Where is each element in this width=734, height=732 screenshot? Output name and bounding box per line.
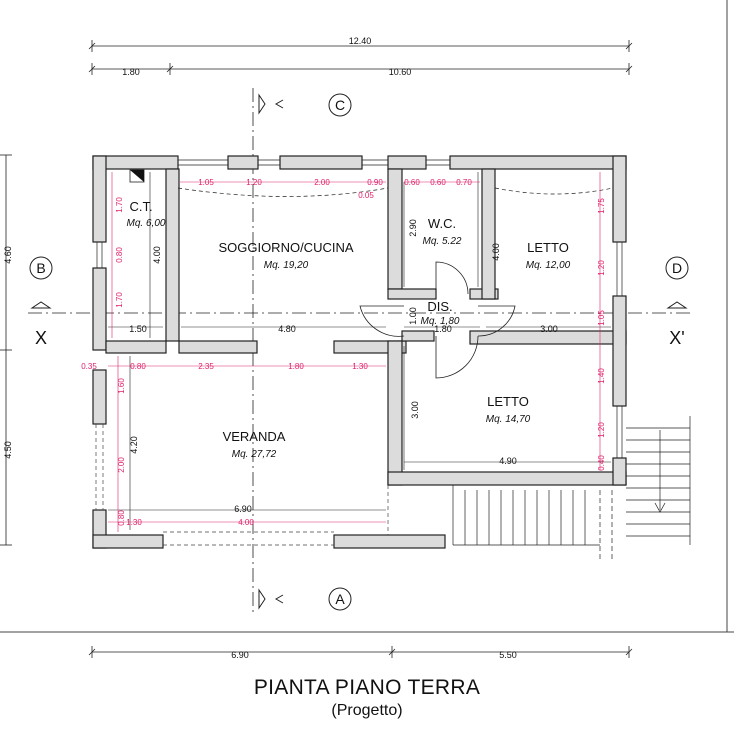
dim-top-total: 12.40	[349, 36, 372, 46]
red-dim-l3: 1.70	[115, 292, 124, 308]
red-dim-v5: 1.30	[352, 362, 368, 371]
red-dim-rr4: 1.40	[597, 368, 606, 384]
room-name-wc: W.C.	[428, 216, 456, 231]
dim-dis-height: 1.00	[408, 307, 418, 325]
red-dim-v4: 1.80	[288, 362, 304, 371]
dim-bottom-right: 5.50	[499, 650, 517, 660]
red-dimension-lines	[108, 172, 601, 532]
red-dim-rr6: 0.40	[597, 455, 606, 471]
section-label-x: X	[35, 328, 47, 348]
dim-letto1-height: 4.00	[491, 243, 501, 261]
red-dim-b2: 4.00	[238, 518, 254, 527]
dim-top-left: 1.80	[122, 67, 140, 77]
room-area-wc: Mq. 5.22	[423, 236, 462, 247]
red-dim-l1: 1.70	[115, 197, 124, 213]
dim-left-bottom: 4.50	[3, 441, 13, 459]
dim-letto2-height: 3.00	[410, 401, 420, 419]
dim-ct-width: 1.50	[129, 324, 147, 334]
red-dim-lv3: 0.80	[117, 510, 126, 526]
room-area-letto-1: Mq. 12,00	[526, 260, 571, 271]
windows	[96, 159, 623, 458]
red-dim-t4: 0.90	[367, 178, 383, 187]
dim-left-top: 4.60	[3, 246, 13, 264]
axis-label-b: B	[36, 260, 45, 276]
room-name-letto-1: LETTO	[527, 240, 569, 255]
room-area-letto-2: Mq. 14,70	[486, 414, 531, 425]
room-area-soggiorno: Mq. 19,20	[264, 260, 309, 271]
room-area-veranda: Mq. 27,72	[232, 449, 277, 460]
room-name-soggiorno: SOGGIORNO/CUCINA	[218, 240, 353, 255]
dim-dis-width: 1.80	[434, 324, 452, 334]
red-dim-lv2: 2.00	[117, 457, 126, 473]
red-dim-rr5: 1.20	[597, 422, 606, 438]
dim-bottom-left: 6.90	[231, 650, 249, 660]
room-name-letto-2: LETTO	[487, 394, 529, 409]
red-dim-t6: 0.60	[404, 178, 420, 187]
dim-veranda-width: 6.90	[234, 504, 252, 514]
internal-dimension-lines	[108, 172, 611, 530]
room-area-dis: Mq. 1,80	[421, 316, 460, 327]
red-dim-t3: 2.00	[314, 178, 330, 187]
red-dim-rr1: 1.75	[597, 198, 606, 214]
axis-label-c: C	[335, 97, 345, 113]
red-dim-l2: 0.80	[115, 247, 124, 263]
red-dim-t8: 0.70	[456, 178, 472, 187]
exterior-stairs	[452, 416, 691, 560]
doors	[359, 261, 516, 379]
room-name-ct: C.T.	[129, 199, 152, 214]
red-dim-t5: 0.05	[358, 191, 374, 200]
dim-veranda-height: 4.20	[129, 436, 139, 454]
red-dim-b1: 1.30	[126, 518, 142, 527]
drawing-subtitle: (Progetto)	[331, 702, 403, 719]
dim-top-right: 10.60	[389, 67, 412, 77]
axis-label-a: A	[335, 591, 345, 607]
red-dim-v2: 0.80	[130, 362, 146, 371]
section-markers	[29, 93, 689, 611]
drawing-title: PIANTA PIANO TERRA	[253, 676, 481, 699]
red-dim-v3: 2.35	[198, 362, 214, 371]
walls	[92, 155, 627, 549]
red-dim-t7: 0.60	[430, 178, 446, 187]
red-dim-t2: 1.20	[246, 178, 262, 187]
boiler-icon	[129, 169, 145, 183]
red-dim-rr3: 1.05	[597, 310, 606, 326]
room-name-dis: DIS.	[427, 299, 452, 314]
room-name-veranda: VERANDA	[223, 429, 286, 444]
dim-soggiorno-width: 4.80	[278, 324, 296, 334]
red-dim-v1: 0.35	[81, 362, 97, 371]
dim-ct-height: 4.00	[152, 246, 162, 264]
axis-label-d: D	[672, 260, 682, 276]
section-lines	[28, 88, 690, 612]
dim-letto2-width: 4.90	[499, 456, 517, 466]
red-dim-rr2: 1.20	[597, 260, 606, 276]
sheet-frame	[0, 0, 734, 633]
room-area-ct: Mq. 6,00	[127, 218, 166, 229]
overall-dimensions	[0, 40, 633, 658]
red-dim-t1: 1.05	[198, 178, 214, 187]
dim-wc-height: 2.90	[408, 219, 418, 237]
section-label-x-prime: X'	[669, 328, 684, 348]
red-dim-lv1: 1.60	[117, 378, 126, 394]
dim-letto1-width: 3.00	[540, 324, 558, 334]
veranda-outline	[95, 424, 389, 546]
